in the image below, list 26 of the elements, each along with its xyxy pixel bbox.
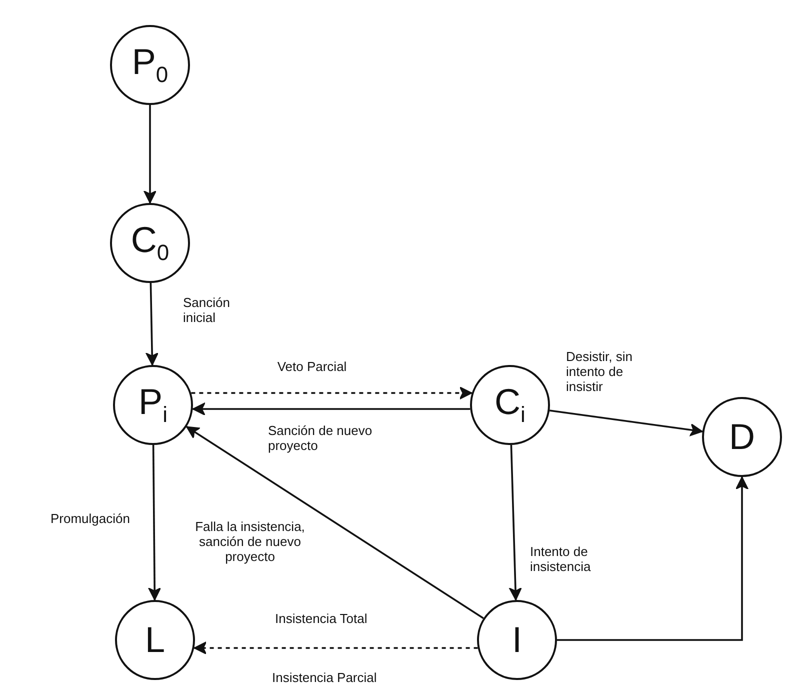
state-label: I xyxy=(512,622,522,658)
edge-label: Falla la insistencia, sanción de nuevo proyecto xyxy=(194,520,306,565)
arrow xyxy=(192,402,470,416)
arrow xyxy=(148,445,162,600)
edge-label: Promulgación xyxy=(50,512,130,527)
edge-label: Sanción de nuevo proyecto xyxy=(268,424,374,454)
arrow xyxy=(194,642,478,654)
state-label: P$_{0}$ xyxy=(132,44,168,86)
arrow xyxy=(508,444,522,600)
arrow xyxy=(191,386,472,400)
annotation-text: Insistencia Total xyxy=(275,612,368,627)
arrow xyxy=(144,105,156,204)
arrow xyxy=(549,410,703,436)
state-label: P$_{i}$ xyxy=(138,384,168,426)
arrow xyxy=(146,282,159,366)
edge-label: Intento de insistencia xyxy=(530,545,592,575)
state-label: C$_{i}$ xyxy=(494,384,526,426)
state-label: C$_{0}$ xyxy=(130,222,170,264)
edge-label: Insistencia Parcial xyxy=(272,671,378,686)
arrow xyxy=(557,476,748,641)
state-label: D xyxy=(729,419,755,455)
arrow xyxy=(186,426,484,620)
edge-label: Veto Parcial xyxy=(276,360,348,375)
state-label: L xyxy=(144,622,166,658)
edge-label: Desistir, sin intento de insistir xyxy=(566,350,634,395)
edge-label: Sanción inicial xyxy=(183,296,231,326)
